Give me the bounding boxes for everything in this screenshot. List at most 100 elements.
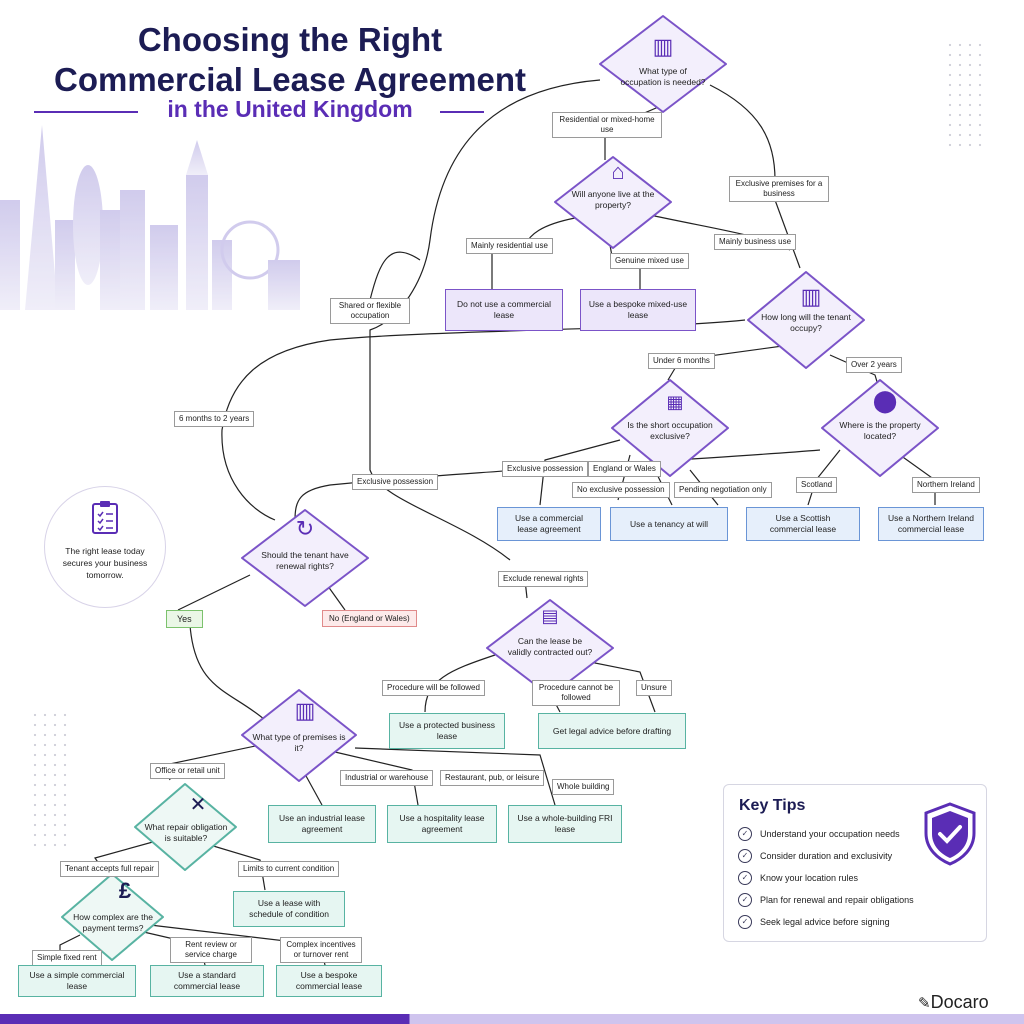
outcome-tenancy-at-will: Use a tenancy at will (610, 507, 728, 541)
decision-text: Will anyone live at the property? (571, 189, 655, 210)
shield-check-icon (924, 802, 976, 866)
outcome-bespoke-mixed-use: Use a bespoke mixed-use lease (580, 289, 696, 331)
edge-label: Exclude renewal rights (498, 571, 589, 587)
subtitle-rule-right (440, 111, 484, 113)
decision-occupation-type: ▥ What type of occupation is needed? (598, 14, 728, 144)
outcome-no-commercial-lease: Do not use a commercial lease (445, 289, 563, 331)
edge-label: Mainly residential use (466, 238, 553, 254)
document-check-icon: ▤ (541, 606, 559, 626)
callout-circle: The right lease today secures your busin… (44, 486, 166, 608)
edge-label: Mainly business use (714, 234, 797, 250)
outcome-schedule-of-condition: Use a lease with schedule of condition (233, 891, 345, 927)
key-tips-panel: Key Tips ✓ Understand your occupation nee… (723, 784, 987, 942)
edge-label: 6 months to 2 years (174, 411, 255, 427)
edge-label: No exclusive possession (572, 482, 670, 498)
edge-label: Procedure cannot be followed (532, 680, 620, 706)
buildings-icon: ▥ (294, 698, 316, 723)
key-tips-title: Key Tips (739, 797, 806, 814)
subtitle-rule-left (34, 111, 138, 113)
tip-item: ✓ Consider duration and exclusivity (738, 849, 892, 863)
decision-will-anyone-live: ⌂ Will anyone live at the property? (553, 155, 683, 285)
decision-contracted-out: ▤ Can the lease be validly contracted ou… (485, 598, 615, 728)
check-icon: ✓ (738, 915, 752, 929)
location-pin-icon: ⬤ (872, 388, 898, 413)
tip-text: Seek legal advice before signing (760, 917, 890, 927)
edge-label: Procedure will be followed (382, 680, 485, 696)
edge-label: Limits to current condition (238, 861, 340, 877)
outcome-simple-commercial-lease: Use a simple commercial lease (18, 965, 136, 997)
pound-sign-icon: £ (118, 878, 132, 903)
edge-label: Under 6 months (648, 353, 715, 369)
edge-label: Complex incentives or turnover rent (280, 937, 362, 963)
decision-text: Should the tenant have renewal rights? (261, 550, 349, 571)
decision-text: Where is the property located? (839, 420, 921, 441)
edge-label: Tenant accepts full repair (60, 861, 159, 877)
callout-text: The right lease today secures your busin… (62, 546, 148, 580)
tip-item: ✓ Know your location rules (738, 871, 858, 885)
edge-label: Industrial or warehouse (340, 770, 434, 786)
check-icon: ✓ (738, 893, 752, 907)
edge-label: Shared or flexible occupation (330, 298, 410, 324)
outcome-bespoke-commercial-lease: Use a bespoke commercial lease (276, 965, 382, 997)
decision-text: Is the short occupation exclusive? (627, 420, 713, 441)
outcome-scottish-lease: Use a Scottish commercial lease (746, 507, 860, 541)
decision-location: ⬤ Where is the property located? (820, 378, 950, 508)
tip-text: Understand your occupation needs (760, 829, 900, 839)
tip-item: ✓ Plan for renewal and repair obligations (738, 893, 914, 907)
tip-text: Consider duration and exclusivity (760, 851, 893, 861)
edge-label: Restaurant, pub, or leisure (440, 770, 545, 786)
outcome-standard-commercial-lease: Use a standard commercial lease (150, 965, 264, 997)
tip-item: ✓ Seek legal advice before signing (738, 915, 890, 929)
decor-dots (945, 40, 985, 150)
decision-premises-type: ▥ What type of premises is it? (240, 688, 370, 818)
edge-label: Genuine mixed use (610, 253, 689, 269)
decor-dots (30, 710, 70, 850)
check-icon: ✓ (738, 871, 752, 885)
pen-icon: ✎ (918, 995, 931, 1012)
check-icon: ✓ (738, 849, 752, 863)
outcome-whole-building-fri: Use a whole-building FRI lease (508, 805, 622, 843)
tip-text: Plan for renewal and repair obligations (760, 895, 914, 905)
tip-item: ✓ Understand your occupation needs (738, 827, 900, 841)
edge-label: Exclusive premises for a business (729, 176, 829, 202)
brand-logo: ✎Docaro (918, 992, 989, 1013)
decision-payment-terms: £ How complex are the payment terms? (60, 872, 190, 1002)
edge-label: Whole building (552, 779, 615, 795)
outcome-hospitality-lease: Use a hospitality lease agreement (387, 805, 497, 843)
edge-label: Office or retail unit (150, 763, 225, 779)
title-line-2: Commercial Lease Agreement (54, 61, 526, 98)
outcome-commercial-lease-agreement: Use a commercial lease agreement (497, 507, 601, 541)
edge-label: Simple fixed rent (32, 950, 102, 966)
branch-yes: Yes (166, 610, 203, 628)
edge-label: England or Wales (588, 461, 661, 477)
edge-label: Unsure (636, 680, 672, 696)
edge-label: Northern Ireland (912, 477, 980, 493)
decision-text: What type of premises is it? (252, 732, 346, 753)
page-title: Choosing the Right Commercial Lease Agre… (30, 20, 550, 100)
edge-label: Residential or mixed-home use (552, 112, 662, 138)
house-icon: ⌂ (611, 159, 625, 184)
calendar-icon: ▦ (666, 392, 684, 412)
london-skyline-illustration (0, 125, 300, 310)
check-icon: ✓ (738, 827, 752, 841)
wrench-screwdriver-icon: ✕ (189, 794, 207, 816)
office-building-icon: ▥ (800, 284, 822, 309)
edge-label: Rent review or service charge (170, 937, 252, 963)
edge-label: Scotland (796, 477, 838, 493)
outcome-legal-advice: Get legal advice before drafting (538, 713, 686, 749)
title-line-1: Choosing the Right (137, 21, 443, 58)
building-icon: ▥ (652, 34, 674, 59)
decision-text: How long will the tenant occupy? (761, 312, 851, 333)
edge-label: Over 2 years (846, 357, 902, 373)
outcome-protected-business-lease: Use a protected business lease (389, 713, 505, 749)
decision-text: Can the lease be validly contracted out? (507, 636, 593, 657)
edge-label: Exclusive possession (502, 461, 589, 477)
renew-arrow-icon: ↻ (295, 516, 315, 541)
outcome-industrial-lease: Use an industrial lease agreement (268, 805, 376, 843)
bottom-accent-bar (0, 1014, 1024, 1024)
tip-text: Know your location rules (760, 873, 859, 883)
page-subtitle: in the United Kingdom (167, 96, 413, 122)
decision-short-exclusive: ▦ Is the short occupation exclusive? (610, 378, 740, 508)
decision-how-long: ▥ How long will the tenant occupy? (746, 270, 876, 400)
brand-name: Docaro (930, 992, 989, 1012)
